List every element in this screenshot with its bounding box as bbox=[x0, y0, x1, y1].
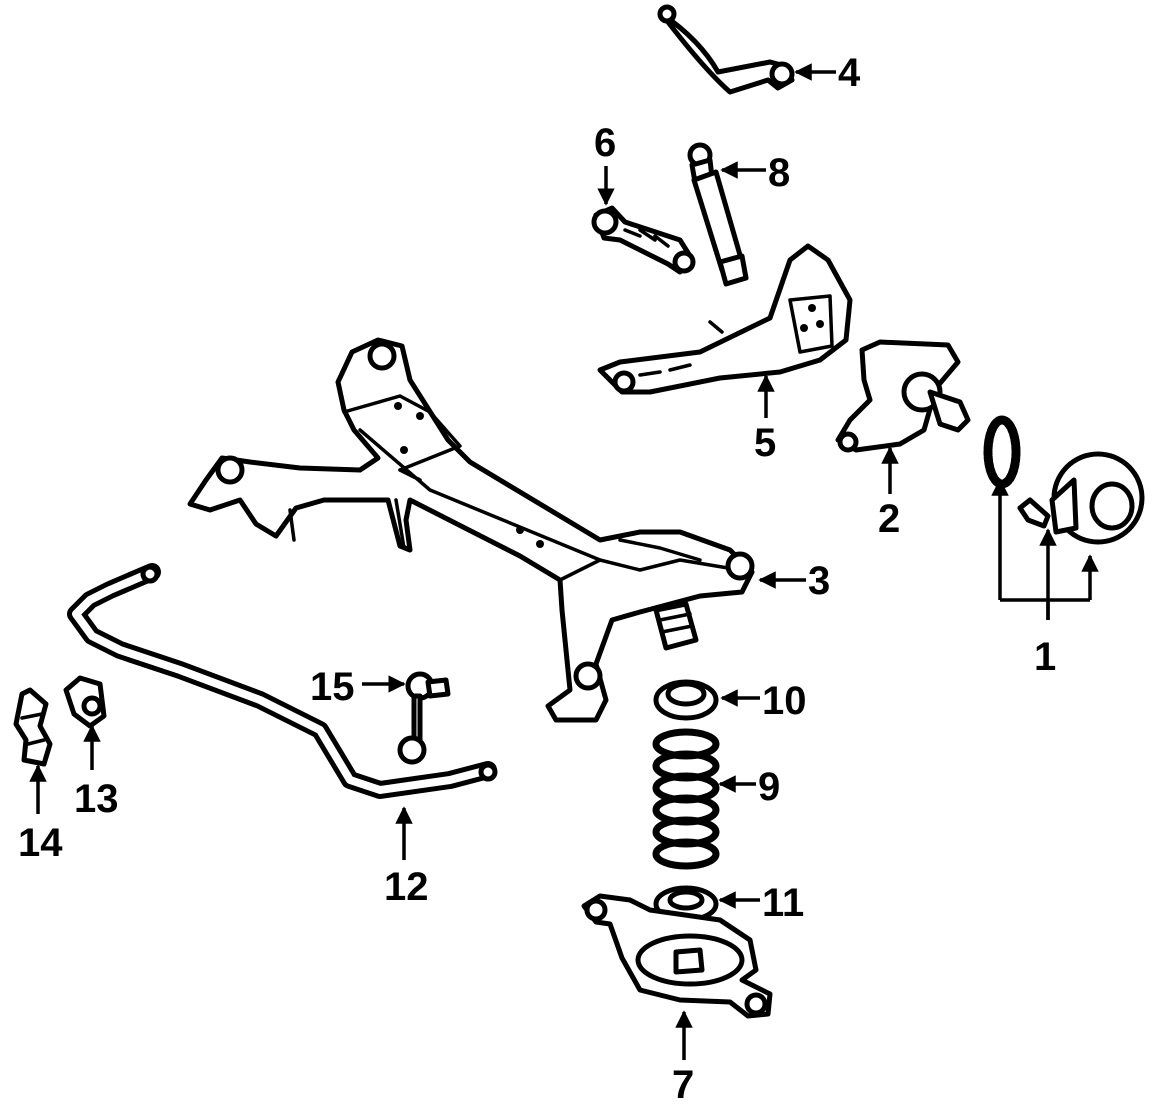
callout-1: 1 bbox=[1034, 635, 1056, 679]
toe-link bbox=[591, 205, 696, 275]
subframe bbox=[187, 337, 755, 723]
upper-control-arm bbox=[657, 4, 795, 95]
leader-lines bbox=[29, 63, 1099, 1060]
upper-spring-seat bbox=[653, 679, 719, 721]
callout-14: 14 bbox=[18, 821, 63, 865]
callout-4: 4 bbox=[838, 51, 861, 95]
trailing-arm bbox=[597, 243, 853, 395]
hub-assembly bbox=[983, 415, 1145, 545]
shock-absorber bbox=[687, 142, 749, 287]
callout-2: 2 bbox=[878, 497, 900, 541]
callout-13: 13 bbox=[74, 777, 119, 821]
callout-5: 5 bbox=[754, 421, 776, 465]
callout-8: 8 bbox=[768, 151, 790, 195]
callout-9: 9 bbox=[758, 765, 780, 809]
stabilizer-bracket bbox=[13, 687, 53, 767]
stabilizer-bar bbox=[67, 563, 498, 799]
callout-12: 12 bbox=[384, 865, 429, 909]
stabilizer-bushing bbox=[63, 675, 107, 729]
callout-11: 11 bbox=[762, 881, 804, 925]
coil-spring bbox=[652, 728, 720, 870]
callout-3: 3 bbox=[808, 559, 830, 603]
callout-6: 6 bbox=[594, 121, 616, 165]
callout-7: 7 bbox=[672, 1063, 694, 1107]
callout-10: 10 bbox=[762, 679, 807, 723]
callout-15: 15 bbox=[310, 665, 355, 709]
stabilizer-link bbox=[397, 671, 451, 765]
knuckle bbox=[835, 339, 971, 453]
lower-control-arm bbox=[581, 893, 773, 1019]
